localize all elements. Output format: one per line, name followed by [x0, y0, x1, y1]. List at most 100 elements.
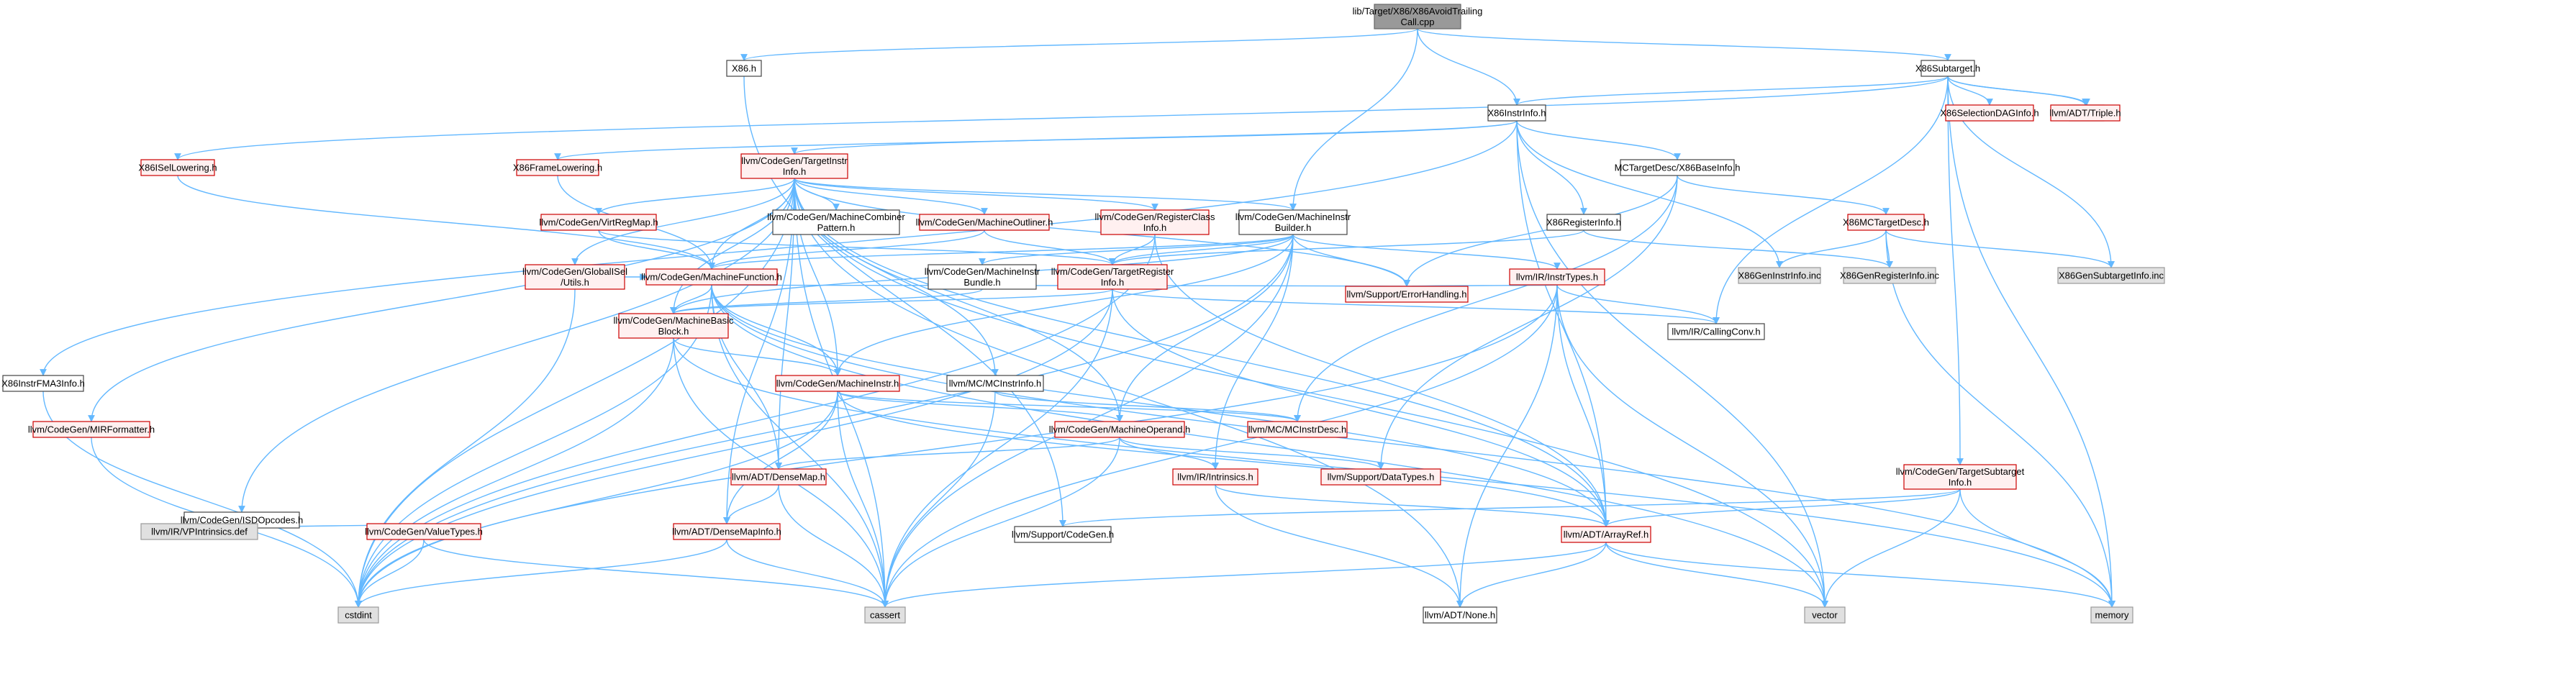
- node-mir[interactable]: llvm/CodeGen/MIRFormatter.h: [28, 421, 155, 438]
- node-box-mbb: [618, 313, 729, 339]
- edge-mi-to-dminfo: [723, 391, 838, 524]
- edge-instrtypes-to-none: [1456, 284, 1558, 608]
- node-reginfo[interactable]: X86RegisterInfo.h: [1546, 214, 1621, 231]
- node-gisel[interactable]: llvm/CodeGen/GlobalISel/Utils.h: [522, 264, 627, 290]
- node-fma3[interactable]: X86InstrFMA3Info.h: [1, 375, 85, 392]
- node-mcdesc[interactable]: llvm/MC/MCInstrDesc.h: [1247, 421, 1348, 438]
- node-label-combiner-1: Pattern.h: [817, 222, 856, 233]
- node-box-genreg: [1843, 267, 1936, 284]
- node-gensub[interactable]: X86GenSubtargetInfo.inc: [2057, 267, 2165, 284]
- node-box-outliner: [919, 214, 1050, 231]
- node-box-memory: [2090, 606, 2133, 624]
- node-triple[interactable]: llvm/ADT/Triple.h: [2049, 104, 2121, 122]
- node-mi[interactable]: llvm/CodeGen/MachineInstr.h: [775, 375, 900, 392]
- node-box-cassert: [864, 606, 906, 624]
- node-seldag[interactable]: X86SelectionDAGInfo.h: [1940, 104, 2039, 122]
- edge-mf-to-cstdint: [355, 284, 712, 608]
- node-box-vpintr: [140, 523, 258, 540]
- node-mo[interactable]: llvm/CodeGen/MachineOperand.h: [1049, 421, 1191, 438]
- node-box-densemap: [730, 468, 827, 486]
- edge-mi-to-cassert: [837, 391, 889, 608]
- node-label-fma3-0: X86InstrFMA3Info.h: [1, 378, 85, 389]
- node-label-mf-0: llvm/CodeGen/MachineFunction.h: [641, 272, 782, 283]
- edge-mi-to-mo: [837, 391, 1123, 422]
- edge-densemap-to-cassert: [778, 484, 889, 608]
- edge-valuetypes-to-cstdint: [355, 539, 425, 608]
- node-errh[interactable]: llvm/Support/ErrorHandling.h: [1345, 286, 1469, 303]
- node-framelower[interactable]: X86FrameLowering.h: [513, 159, 602, 176]
- node-label-tii-0: llvm/CodeGen/TargetInstr: [741, 155, 848, 166]
- node-x86mc[interactable]: X86MCTargetDesc.h: [1843, 214, 1929, 231]
- node-box-tri: [1057, 264, 1168, 290]
- edge-intrinsics-to-arrayref: [1215, 484, 1610, 527]
- node-vpintr[interactable]: llvm/IR/VPIntrinsics.def: [140, 523, 258, 540]
- node-isellower[interactable]: X86ISelLowering.h: [138, 159, 217, 176]
- node-subtarget[interactable]: X86Subtarget.h: [1915, 60, 1980, 77]
- node-codegenh[interactable]: llvm/Support/CodeGen.h: [1012, 526, 1114, 543]
- edge-mo-to-intrinsics: [1119, 437, 1219, 470]
- node-label-vpintr-0: llvm/IR/VPIntrinsics.def: [151, 527, 248, 537]
- node-basicinfo[interactable]: MCTargetDesc/X86BaseInfo.h: [1615, 159, 1741, 176]
- node-valuetypes[interactable]: llvm/CodeGen/ValueTypes.h: [365, 523, 483, 540]
- edge-tri-to-cassert: [881, 288, 1113, 608]
- node-densemap[interactable]: llvm/ADT/DenseMap.h: [730, 468, 827, 486]
- node-arrayref[interactable]: llvm/ADT/ArrayRef.h: [1561, 526, 1651, 543]
- edge-mibuilder-to-mi: [834, 234, 1294, 376]
- node-instrtypes[interactable]: llvm/IR/InstrTypes.h: [1509, 268, 1605, 286]
- node-label-x86mc-0: X86MCTargetDesc.h: [1843, 217, 1929, 228]
- edge-regclass-to-arrayref: [1154, 234, 1610, 527]
- node-cassert[interactable]: cassert: [864, 606, 906, 624]
- edge-mo-to-datatypes: [1119, 437, 1384, 470]
- node-dminfo[interactable]: llvm/ADT/DenseMapInfo.h: [672, 523, 781, 540]
- node-callconv[interactable]: llvm/IR/CallingConv.h: [1667, 323, 1765, 340]
- node-genreg[interactable]: X86GenRegisterInfo.inc: [1840, 267, 1940, 284]
- node-label-vector-0: vector: [1812, 610, 1838, 621]
- node-label-mibuilder-0: llvm/CodeGen/MachineInstr: [1235, 211, 1351, 222]
- node-mcinstr[interactable]: llvm/MC/MCInstrInfo.h: [946, 375, 1044, 392]
- edge-mf-to-arrayref: [711, 284, 1610, 527]
- edge-mi-to-cstdint: [355, 391, 838, 608]
- node-intrinsics[interactable]: llvm/IR/Intrinsics.h: [1172, 468, 1258, 486]
- node-label-regclass-1: Info.h: [1143, 222, 1167, 233]
- node-mf[interactable]: llvm/CodeGen/MachineFunction.h: [641, 268, 782, 286]
- edge-tii-to-mir: [88, 178, 795, 422]
- edge-root-to-mibuilder: [1289, 28, 1418, 211]
- node-box-tii: [740, 153, 848, 179]
- node-memory[interactable]: memory: [2090, 606, 2133, 624]
- node-box-codegenh: [1014, 526, 1112, 543]
- edge-mibuilder-to-mf: [708, 234, 1294, 270]
- node-label-errh-0: llvm/Support/ErrorHandling.h: [1347, 289, 1467, 300]
- node-label-seldag-0: X86SelectionDAGInfo.h: [1940, 108, 2038, 119]
- edge-mibuilder-to-cassert: [881, 234, 1294, 608]
- node-geninstr[interactable]: X86GenInstrInfo.inc: [1738, 267, 1821, 284]
- edge-mi-to-arrayref: [837, 391, 1610, 527]
- edge-intrinsics-to-none: [1215, 484, 1464, 608]
- node-box-mcinstr: [946, 375, 1044, 392]
- node-cstdint[interactable]: cstdint: [337, 606, 379, 624]
- node-instrinfo[interactable]: X86InstrInfo.h: [1487, 104, 1546, 122]
- node-datatypes[interactable]: llvm/Support/DataTypes.h: [1320, 468, 1441, 486]
- node-box-bundle: [928, 264, 1037, 290]
- node-x86h[interactable]: X86.h: [726, 60, 762, 77]
- node-box-isellower: [140, 159, 215, 176]
- node-vector[interactable]: vector: [1804, 606, 1846, 624]
- node-none[interactable]: llvm/ADT/None.h: [1423, 606, 1497, 624]
- edge-arrayref-to-memory: [1605, 542, 2115, 608]
- node-label-intrinsics-0: llvm/IR/Intrinsics.h: [1177, 472, 1253, 483]
- edge-dminfo-to-cstdint: [355, 539, 727, 608]
- node-box-none: [1423, 606, 1497, 624]
- edge-instrtypes-to-cassert: [881, 284, 1558, 608]
- node-label-combiner-0: llvm/CodeGen/MachineCombiner: [767, 211, 905, 222]
- node-virtreg[interactable]: llvm/CodeGen/VirtRegMap.h: [539, 214, 658, 231]
- node-outliner[interactable]: llvm/CodeGen/MachineOutliner.h: [916, 214, 1053, 231]
- edge-tii-to-mbb: [670, 178, 795, 314]
